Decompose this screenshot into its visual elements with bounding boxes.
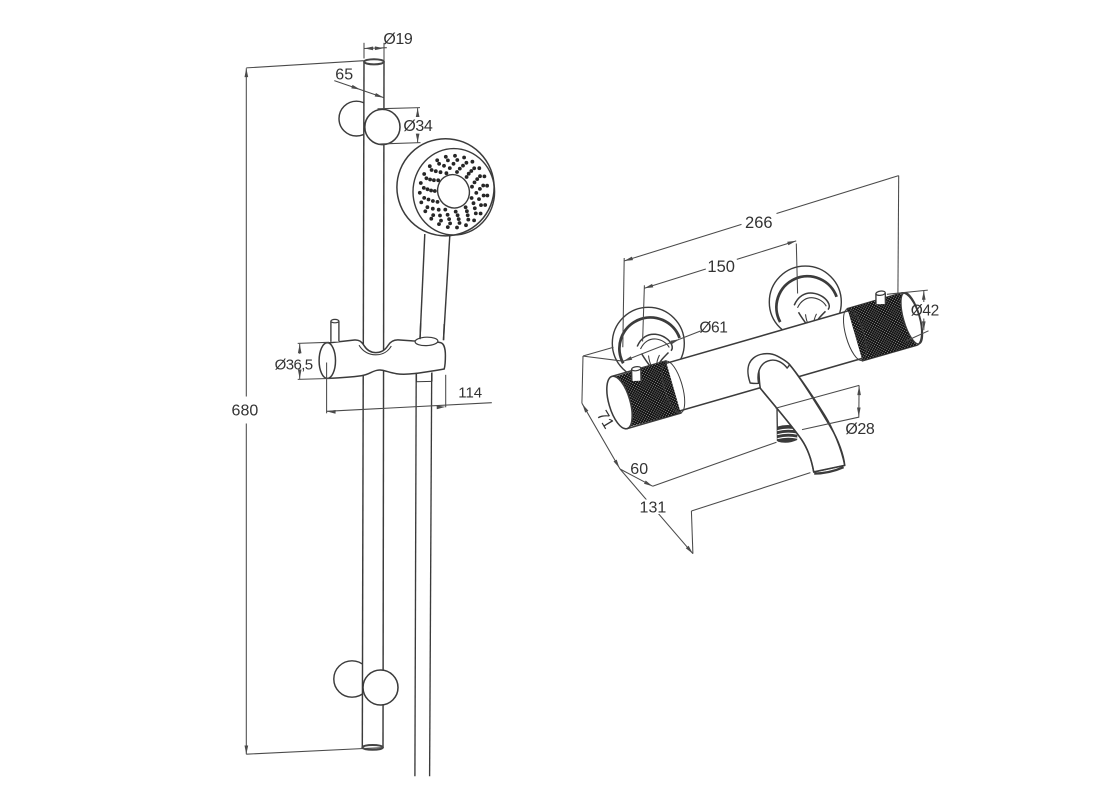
svg-text:Ø28: Ø28: [845, 421, 875, 438]
svg-text:65: 65: [335, 67, 353, 84]
svg-text:Ø42: Ø42: [911, 302, 939, 319]
svg-text:Ø19: Ø19: [383, 31, 413, 48]
svg-text:266: 266: [745, 214, 773, 232]
svg-text:71: 71: [593, 408, 617, 432]
svg-text:Ø36,5: Ø36,5: [275, 356, 313, 373]
svg-text:680: 680: [232, 403, 259, 420]
svg-text:60: 60: [630, 461, 648, 478]
svg-text:Ø34: Ø34: [403, 118, 433, 135]
svg-text:150: 150: [707, 258, 735, 276]
svg-text:Ø61: Ø61: [699, 319, 727, 336]
svg-text:131: 131: [640, 499, 667, 516]
svg-text:114: 114: [458, 385, 482, 402]
